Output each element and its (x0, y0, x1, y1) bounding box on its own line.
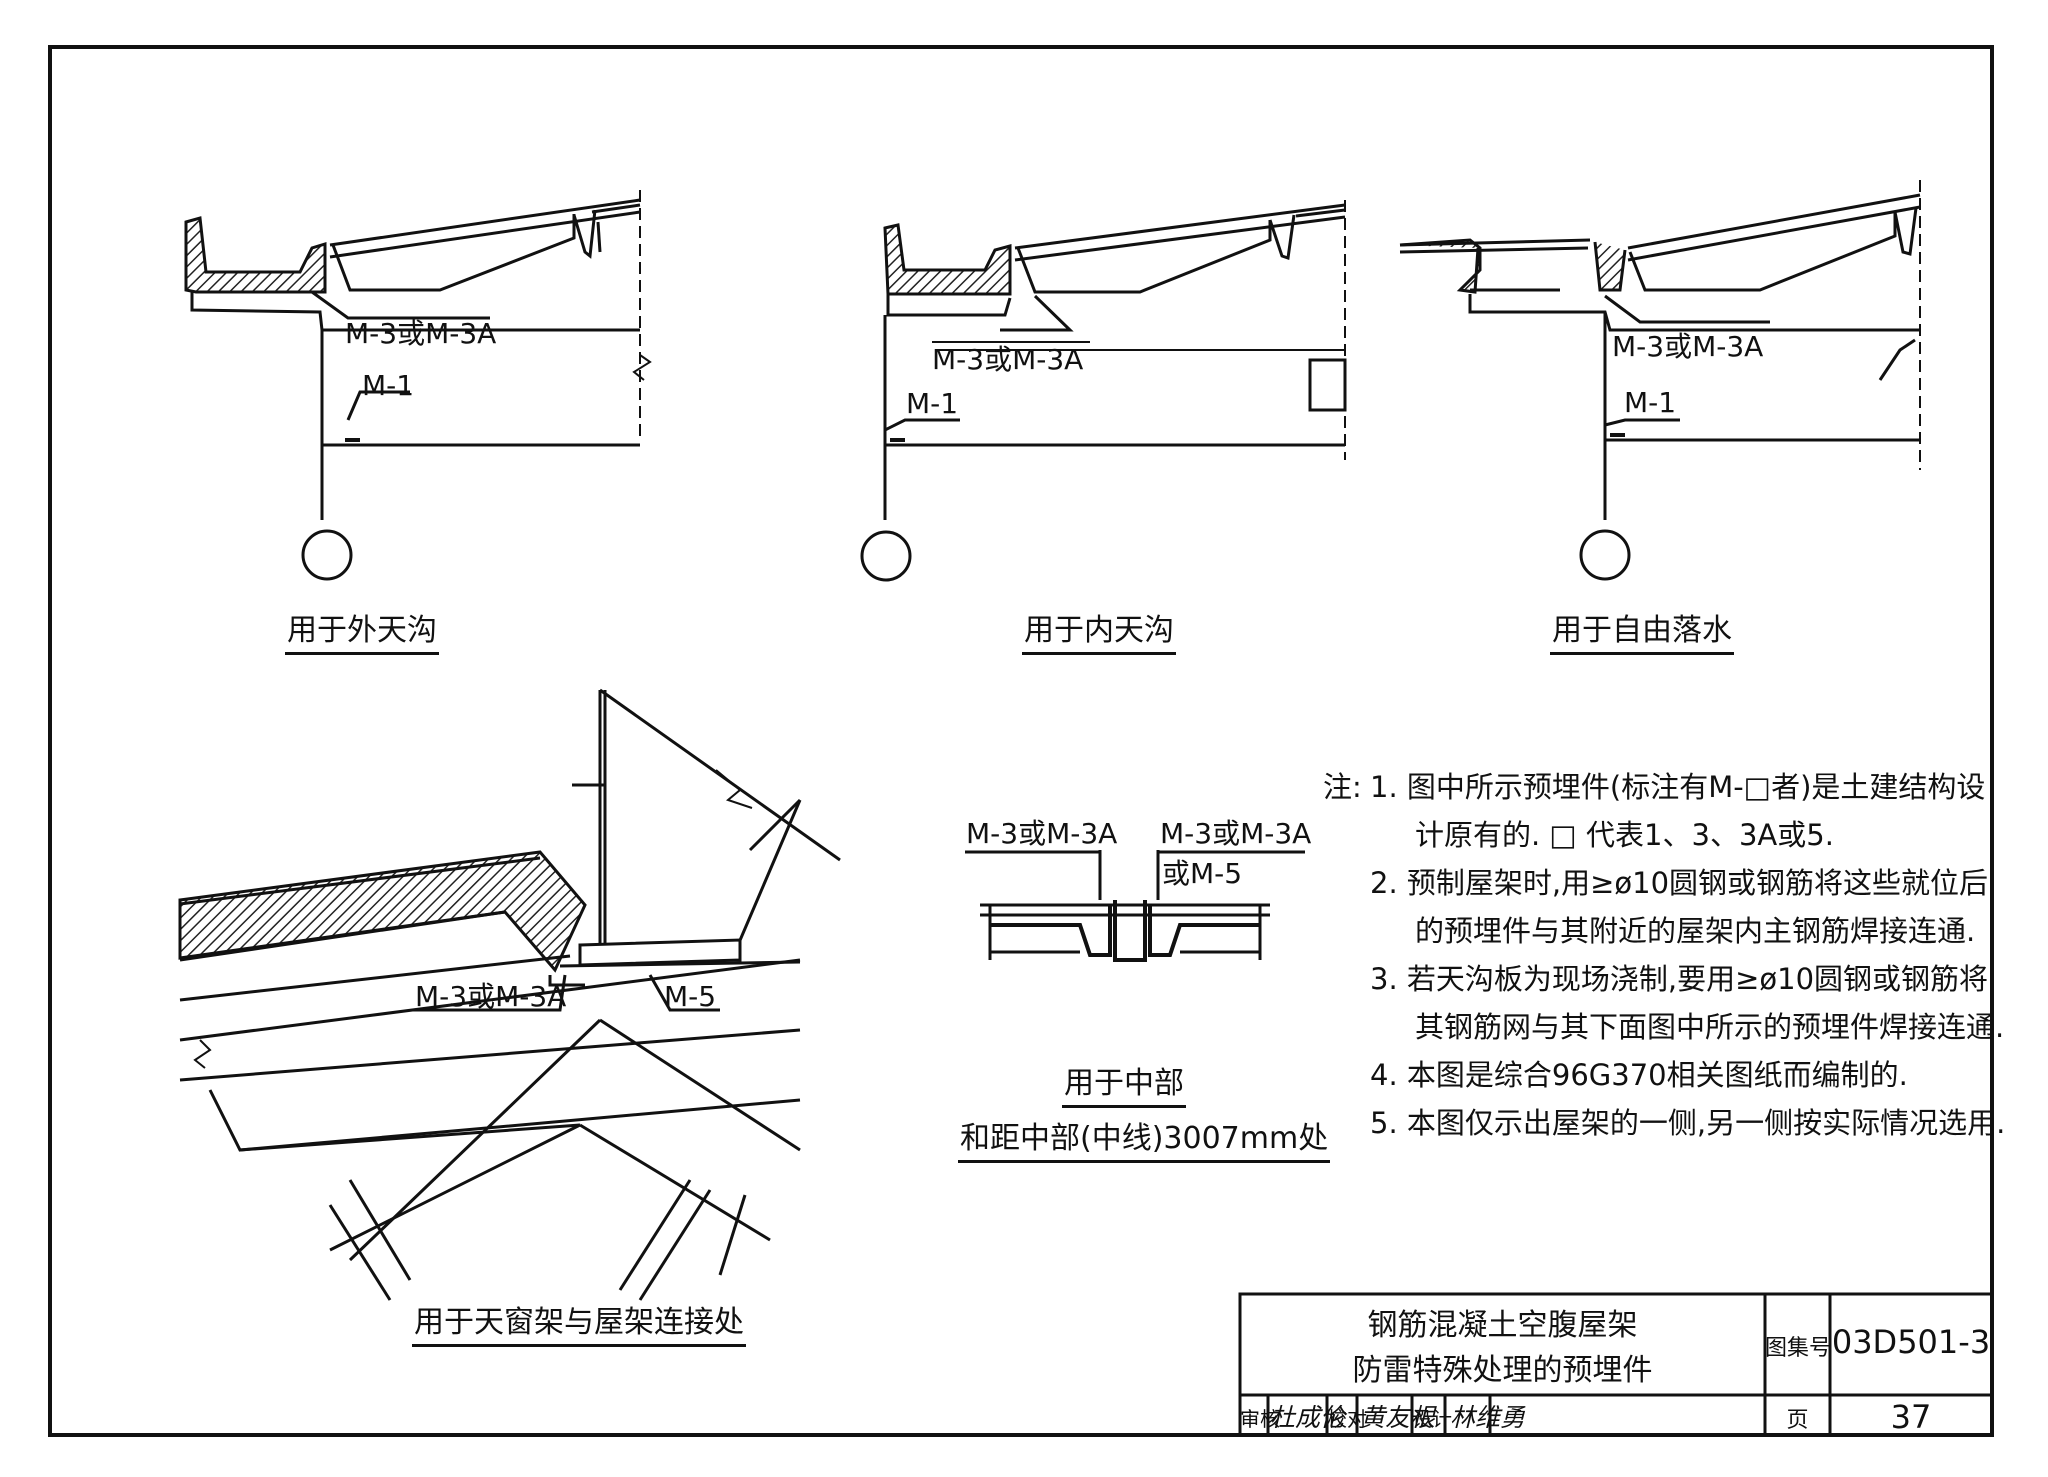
caption-middle-1-text: 用于中部 (1062, 1066, 1186, 1108)
label-m3-skylight: M-3或M-3A (415, 980, 566, 1013)
caption-skylight: 用于天窗架与屋架连接处 (412, 1297, 746, 1347)
note-4: 4. 本图是综合96G370相关图纸而编制的. (1370, 1058, 1908, 1092)
page-number: 37 (1890, 1398, 1932, 1436)
check-label: 校对 (1327, 1407, 1367, 1431)
caption-middle-2-text: 和距中部(中线)3007mm处 (958, 1121, 1331, 1163)
label-m3-free: M-3或M-3A (1612, 330, 1763, 363)
note-2b: 的预埋件与其附近的屋架内主钢筋焊接连通. (1415, 914, 1976, 948)
caption-free-drainage: 用于自由落水 (1550, 605, 1734, 655)
design-label: 设计 (1412, 1407, 1452, 1431)
caption-middle-1: 用于中部 (1062, 1058, 1186, 1108)
caption-inner-gutter-text: 用于内天沟 (1022, 613, 1176, 655)
review-signature: 杜成伦 (1270, 1403, 1346, 1432)
label-m1-inner: M-1 (906, 387, 958, 420)
detail-skylight (178, 688, 841, 1301)
title-line-2: 防雷特殊处理的预埋件 (1352, 1353, 1653, 1388)
title-line-1: 钢筋混凝土空腹屋架 (1367, 1308, 1638, 1343)
page-label: 页 (1786, 1408, 1809, 1433)
detail-free-drainage (1399, 180, 1921, 581)
design-signature: 林维勇 (1450, 1403, 1526, 1432)
caption-skylight-text: 用于天窗架与屋架连接处 (412, 1305, 746, 1347)
frame-border (48, 45, 1994, 1437)
note-1b: 计原有的. □ 代表1、3、3A或5. (1415, 818, 1834, 852)
label-m5-skylight: M-5 (664, 980, 716, 1013)
caption-free-drainage-text: 用于自由落水 (1550, 613, 1734, 655)
atlas-label: 图集号 (1765, 1336, 1832, 1361)
note-5: 5. 本图仅示出屋架的一侧,另一侧按实际情况选用. (1370, 1106, 2006, 1140)
label-m3-middle-left: M-3或M-3A (966, 817, 1117, 850)
notes-prefix: 注: (1323, 770, 1362, 804)
label-or-m5: 或M-5 (1162, 857, 1242, 890)
label-m3-inner: M-3或M-3A (932, 343, 1083, 376)
detail-outer-gutter (184, 190, 652, 581)
caption-outer-gutter-text: 用于外天沟 (285, 613, 439, 655)
atlas-number: 03D501-3 (1831, 1323, 1991, 1361)
title-block-grid (1238, 1292, 1994, 1437)
note-3b: 其钢筋网与其下面图中所示的预埋件焊接连通. (1415, 1010, 2005, 1044)
label-m3-middle-right: M-3或M-3A (1160, 817, 1311, 850)
note-1a: 1. 图中所示预埋件(标注有M-□者)是土建结构设 (1370, 770, 1986, 804)
review-label: 审核 (1240, 1407, 1280, 1431)
caption-outer-gutter: 用于外天沟 (285, 605, 439, 655)
label-m1-free: M-1 (1624, 386, 1676, 419)
note-3a: 3. 若天沟板为现场浇制,要用≥ø10圆钢或钢筋将 (1370, 962, 1989, 996)
check-signature: 黄友根 (1360, 1403, 1436, 1432)
caption-inner-gutter: 用于内天沟 (1022, 605, 1176, 655)
label-m1-outer: M-1 (362, 369, 414, 402)
detail-inner-gutter (860, 200, 1347, 582)
caption-middle-2: 和距中部(中线)3007mm处 (958, 1113, 1331, 1163)
note-2a: 2. 预制屋架时,用≥ø10圆钢或钢筋将这些就位后 (1370, 866, 1989, 900)
detail-middle (965, 850, 1305, 962)
label-m3-outer: M-3或M-3A (345, 317, 496, 350)
